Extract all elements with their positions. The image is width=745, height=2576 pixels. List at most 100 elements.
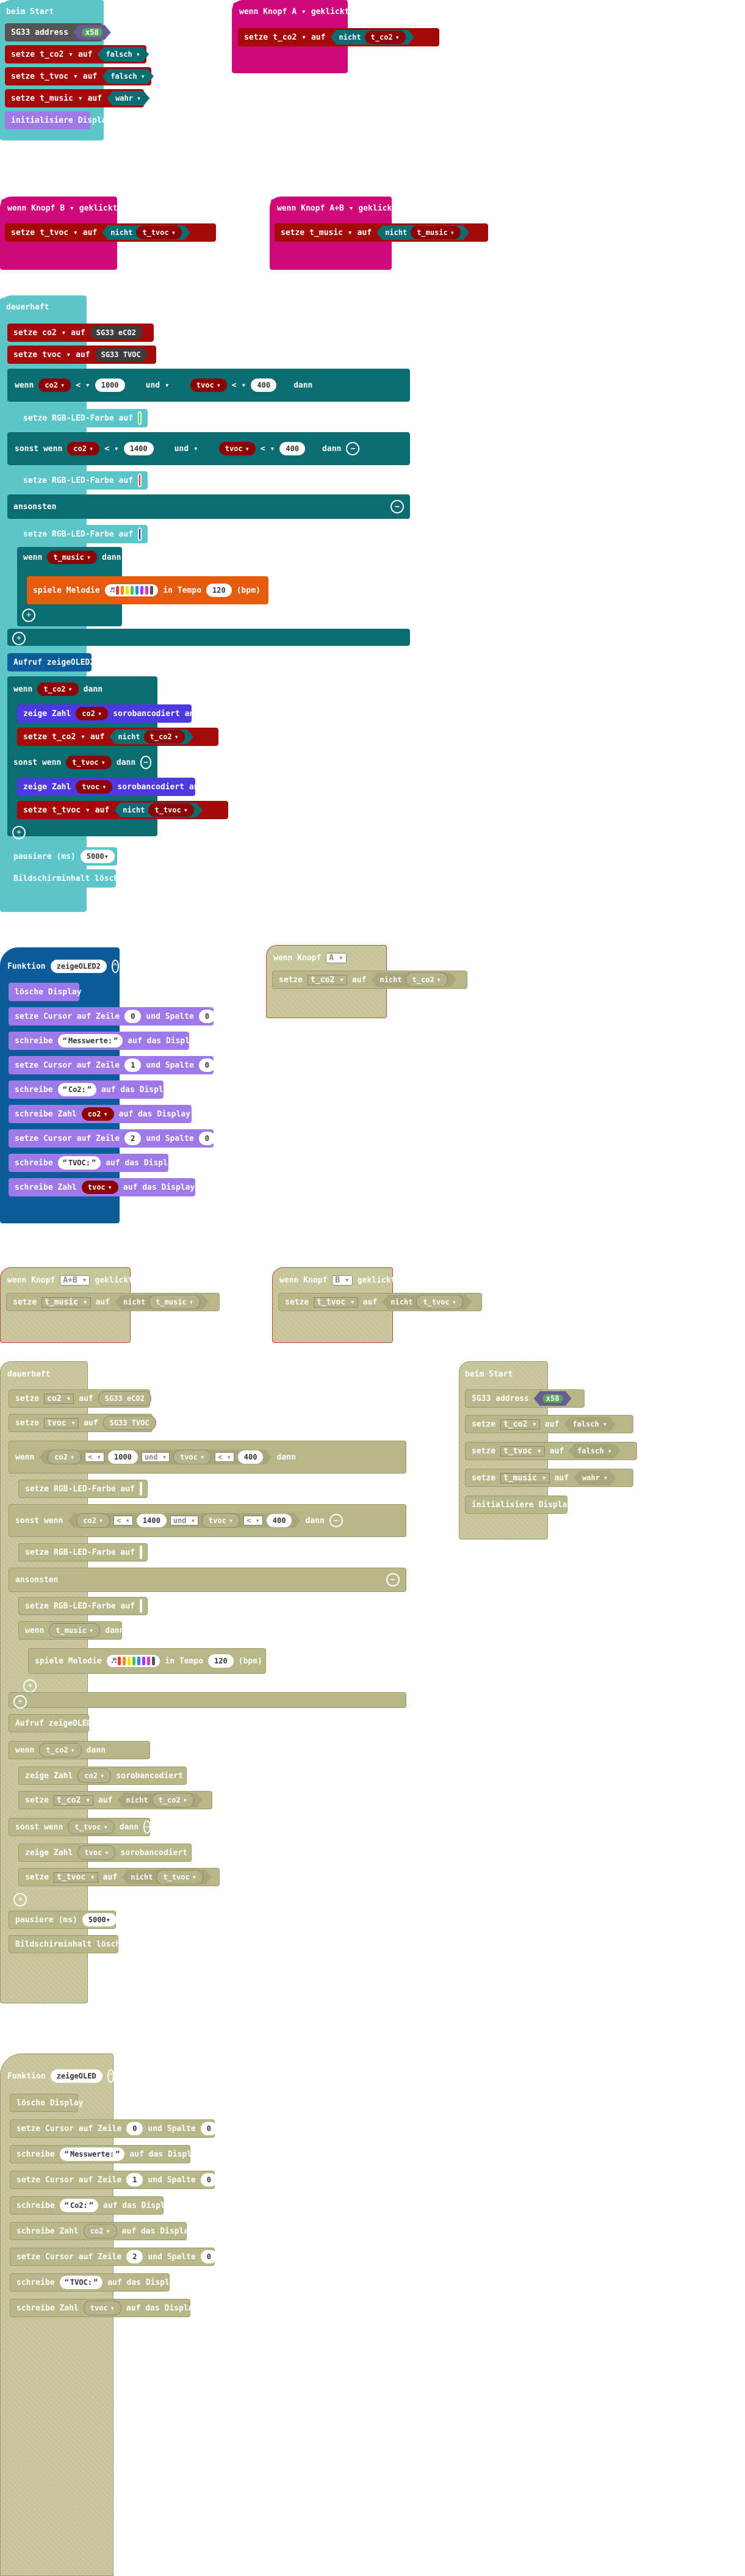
zeile-value[interactable]: 0	[124, 1010, 142, 1023]
zeile-value[interactable]: 1	[124, 1058, 142, 1072]
value-400[interactable]: 400	[251, 378, 277, 392]
var-t-tvoc[interactable]: t_tvoc	[54, 1872, 98, 1883]
disabled-schreibe-zahl-tvoc[interactable]: schreibe Zahl tvoc auf das Display	[10, 2299, 198, 2317]
disabled-setze-t-co2-falsch[interactable]: setze t_co2 auf falsch	[465, 1415, 633, 1433]
var-co2[interactable]: co2	[81, 1107, 114, 1121]
var-t-tvoc[interactable]: t_tvoc	[156, 1870, 203, 1884]
setze-tvoc-sgp[interactable]: setze tvoc auf SG33 TVOC	[7, 346, 156, 364]
sgp-eco2-reporter[interactable]: SG33 eCO2	[98, 1391, 151, 1406]
var-t-co2[interactable]: t_co2	[406, 972, 448, 987]
var-co2[interactable]: co2	[67, 442, 100, 455]
disabled-setze-t-music-wahr[interactable]: setze t_music auf wahr	[465, 1469, 633, 1487]
color-green-swatch[interactable]	[140, 1482, 143, 1496]
var-co2[interactable]: co2	[44, 1393, 74, 1404]
knopf-a-header[interactable]: wenn Knopf A geklickt	[233, 2, 349, 21]
zeile-value[interactable]: 2	[126, 2250, 143, 2263]
disabled-wenn-t-music[interactable]: wenn t_music dann	[18, 1621, 124, 1640]
var-t-tvoc[interactable]: t_tvoc	[66, 756, 112, 769]
setze-t-tvoc-falsch[interactable]: setze t_tvoc auf falsch	[5, 67, 151, 85]
disabled-schreibe-messwerte[interactable]: schreibe Messwerte: auf das Display	[10, 2145, 201, 2163]
var-t-co2[interactable]: t_co2	[365, 31, 406, 44]
var-tvoc[interactable]: tvoc	[81, 1181, 118, 1194]
function-name-input[interactable]: zeigeOLED2	[50, 960, 107, 973]
if-header[interactable]: wenn co2 < 1000 und tvoc < 400 dann	[9, 376, 409, 394]
disabled-aufruf[interactable]: Aufruf zeigeOLED2	[9, 1714, 96, 1732]
color-red-swatch[interactable]	[140, 1546, 143, 1559]
text-co2[interactable]: Co2:	[59, 2199, 98, 2212]
var-t-tvoc[interactable]: t_tvoc	[40, 72, 78, 81]
bool-falsch[interactable]: falsch	[564, 1417, 616, 1431]
button-b-dropdown[interactable]: B	[60, 204, 74, 213]
bool-wahr[interactable]: wahr	[574, 1471, 616, 1485]
value-400[interactable]: 400	[267, 1514, 292, 1527]
knopf-b-header[interactable]: wenn Knopf B geklickt	[1, 199, 117, 217]
collapse-icon[interactable]: ⌃	[107, 2069, 115, 2083]
dauerhaft-header[interactable]: dauerhaft	[0, 298, 87, 316]
aufruf-zeige-oled2[interactable]: Aufruf zeigeOLED2	[7, 653, 95, 671]
remove-branch-icon[interactable]: −	[143, 1820, 151, 1834]
and-block[interactable]: co2 < 1400 und tvoc < 400	[68, 1513, 300, 1528]
var-t-tvoc[interactable]: t_tvoc	[136, 226, 182, 239]
disabled-wenn-t-co2[interactable]: wenn t_co2 dann	[9, 1741, 150, 1759]
value-1400[interactable]: 1400	[137, 1514, 167, 1527]
var-t-music[interactable]: t_music	[500, 1472, 550, 1483]
und-op[interactable]: und	[142, 1452, 170, 1462]
add-branch-icon[interactable]: +	[13, 1695, 27, 1709]
initialisiere-display[interactable]: initialisiere Display	[5, 111, 111, 129]
sgp33-address-block[interactable]: SG33 address x58	[5, 23, 103, 42]
disabled-bildschirm-loeschen[interactable]: Bildschirminhalt löschen	[9, 1935, 130, 1953]
disabled-setze-co2-sgp[interactable]: setze co2 auf SG33 eCO2	[9, 1389, 151, 1408]
var-co2[interactable]: co2	[76, 1513, 110, 1528]
var-t-music[interactable]: t_music	[41, 1297, 91, 1308]
color-blue-swatch[interactable]	[140, 1599, 143, 1613]
disabled-initialisiere-display[interactable]: initialisiere Display	[465, 1496, 572, 1514]
disabled-rgb-red[interactable]: setze RGB-LED-Farbe auf	[18, 1543, 148, 1561]
cursor-1-0[interactable]: setze Cursor auf Zeile 1 und Spalte 0	[9, 1056, 215, 1074]
remove-else-icon[interactable]: −	[386, 1573, 400, 1586]
text-tvoc[interactable]: TVOC:	[57, 1156, 101, 1170]
disabled-rgb-blue[interactable]: setze RGB-LED-Farbe auf	[18, 1597, 148, 1615]
var-t-tvoc[interactable]: t_tvoc	[40, 228, 78, 237]
disabled-setze-tvoc-sgp[interactable]: setze tvoc auf SG33 TVOC	[9, 1414, 156, 1432]
var-t-tvoc[interactable]: t_tvoc	[314, 1297, 358, 1308]
disabled-cursor-2-0[interactable]: setze Cursor auf Zeile 2 und Spalte 0	[10, 2248, 217, 2266]
var-tvoc[interactable]: tvoc	[76, 780, 113, 794]
tempo-value[interactable]: 120	[206, 584, 232, 597]
disabled-zeige-zahl-co2[interactable]: zeige Zahl co2 sorobancodiert an	[18, 1767, 197, 1785]
pause-value[interactable]: 5000	[80, 850, 115, 863]
disabled-knopf-b-header[interactable]: wenn Knopf B geklickt	[273, 1271, 395, 1289]
var-t-co2[interactable]: t_co2	[500, 1419, 540, 1430]
melody-editor[interactable]: ♬	[104, 584, 159, 596]
remove-branch-icon[interactable]: −	[346, 442, 360, 455]
schreibe-tvoc[interactable]: schreibe TVOC: auf das Display	[9, 1154, 178, 1172]
value-1000[interactable]: 1000	[108, 1450, 138, 1464]
lt-op[interactable]: <	[113, 1516, 133, 1525]
if-block-footer[interactable]	[7, 629, 410, 646]
bool-falsch[interactable]: falsch	[97, 47, 149, 62]
var-t-co2[interactable]: t_co2	[39, 1743, 82, 1757]
var-t-co2[interactable]: t_co2	[308, 974, 347, 985]
zeige-zahl-tvoc[interactable]: zeige Zahl tvoc sorobancodiert an	[17, 778, 198, 796]
bildschirm-loeschen[interactable]: Bildschirminhalt löschen	[7, 869, 128, 888]
wenn-t-co2-header[interactable]: wenn t_co2 dann	[7, 680, 157, 698]
disabled-schreibe-tvoc[interactable]: schreibe TVOC: auf das Display	[10, 2273, 179, 2292]
disabled-beim-start-header[interactable]: beim Start	[459, 1365, 547, 1383]
function-name-input[interactable]: zeigeOLED	[50, 2069, 103, 2083]
color-red-swatch[interactable]	[138, 474, 142, 487]
var-co2[interactable]: co2	[77, 1768, 112, 1783]
lt-op[interactable]: <	[243, 1516, 263, 1525]
zeile-value[interactable]: 2	[124, 1132, 142, 1145]
var-t-co2[interactable]: t_co2	[144, 730, 185, 743]
spalte-value[interactable]: 0	[200, 2173, 217, 2187]
funktion-header[interactable]: Funktion zeigeOLED2 ⌃	[1, 957, 119, 975]
disabled-knopf-a-header[interactable]: wenn Knopf A	[267, 949, 383, 967]
schreibe-co2[interactable]: schreibe Co2: auf das Display	[9, 1080, 173, 1099]
